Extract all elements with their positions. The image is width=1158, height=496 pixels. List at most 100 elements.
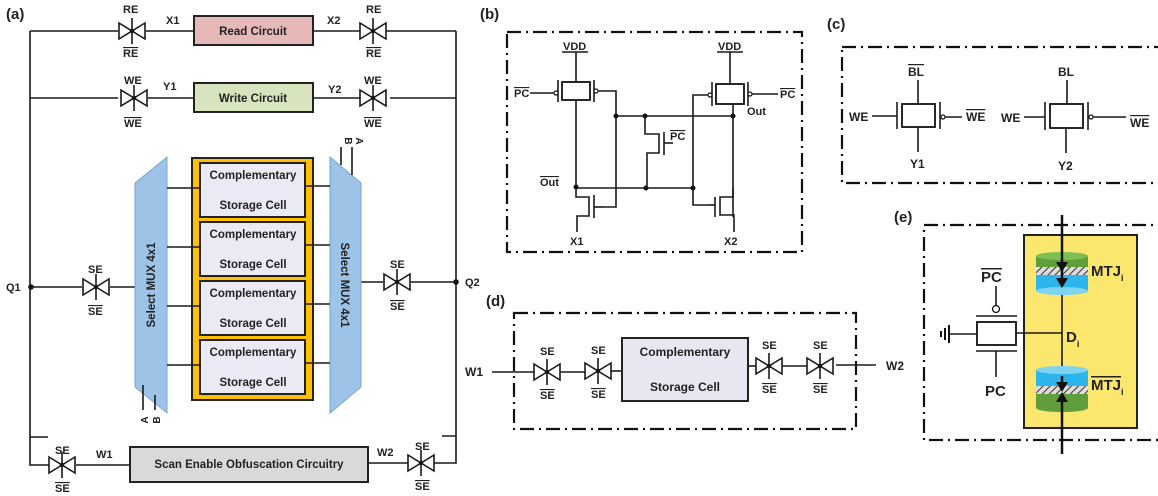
- x1-label: X1: [166, 15, 179, 27]
- panel-e: (e) MTJi Di PC PC: [894, 209, 1158, 454]
- storage-cell-box: [199, 280, 306, 336]
- se-label-w1: SE: [55, 445, 70, 457]
- mux-left: [134, 155, 168, 415]
- y1-label: Y1: [163, 81, 176, 93]
- se-label-q1: SE: [88, 264, 103, 276]
- se-bar-label-w1: SE: [55, 483, 70, 495]
- tgate-se-q1: [82, 274, 110, 300]
- panel-b-frame: [505, 30, 804, 254]
- sel-a-label-right: A: [353, 137, 364, 144]
- sel-b-label-left: B: [152, 416, 163, 423]
- storage-cell-d-line1: Complementary: [640, 345, 731, 359]
- scan-right-wire: [434, 436, 457, 464]
- storage-cell-line2: Storage Cell: [219, 377, 286, 389]
- panel-c-label: (c): [827, 16, 845, 33]
- storage-cell-box: [199, 339, 306, 395]
- vdd-left-label: VDD: [563, 41, 586, 53]
- nmos-right: [719, 188, 735, 232]
- pmos-left-bubble-in: [553, 90, 559, 96]
- equalizer-transistor: [644, 116, 660, 188]
- right-bus-wire: [442, 31, 457, 437]
- sel-a-label-left: A: [140, 416, 151, 423]
- pc-bar-label-right: PC: [780, 89, 795, 101]
- mux-left-label: Select MUX 4x1: [146, 242, 158, 328]
- y2-label-c: Y2: [1058, 159, 1073, 173]
- storage-cell-line1: Complementary: [210, 347, 298, 359]
- y2-label: Y2: [328, 84, 341, 96]
- se-label-d: SE: [813, 340, 828, 352]
- re-label: RE: [123, 4, 138, 16]
- pmos-left-bubble-out: [593, 88, 599, 94]
- se-bar-label-d: SE: [762, 384, 777, 396]
- we-label-right: WE: [364, 75, 382, 87]
- write-circuit-label: Write Circuit: [219, 93, 287, 105]
- panel-a: (a) RE RE X1 Read Circuit X2 RE RE: [6, 4, 480, 495]
- re-label-right: RE: [366, 4, 381, 16]
- storage-cell-line1: Complementary: [210, 170, 298, 182]
- pc-bar-label-e: PC: [981, 269, 1002, 286]
- precharge-transistor: [976, 321, 1017, 346]
- tgate-se-d: [806, 353, 834, 379]
- bl-label: BL: [1058, 65, 1074, 79]
- se-bar-label-d: SE: [540, 390, 555, 402]
- q2-label: Q2: [465, 277, 480, 289]
- tgate-se-d: [584, 358, 612, 384]
- x2-label-b: X2: [724, 236, 737, 248]
- se-bar-label-q1: SE: [88, 306, 103, 318]
- tgate-se-w2: [407, 450, 435, 476]
- storage-cell-line1: Complementary: [210, 288, 298, 300]
- we-bar-label-c1: WE: [966, 110, 985, 124]
- vdd-right-label: VDD: [718, 41, 741, 53]
- di-label: Di: [1066, 329, 1079, 349]
- tgate-se-d: [533, 359, 561, 385]
- panel-d-frame: [512, 311, 858, 431]
- we-bar-label-right: WE: [364, 118, 382, 130]
- bl-bar-label: BL: [908, 65, 924, 79]
- pmos-right-bubble-in: [707, 92, 713, 98]
- scan-enable-block: [129, 446, 369, 483]
- pmos-right: [715, 83, 745, 105]
- w2-label: W2: [377, 447, 394, 459]
- storage-cell-line2: Storage Cell: [219, 200, 286, 212]
- mux-right: [329, 155, 362, 415]
- storage-cell-d-line2: Storage Cell: [650, 380, 720, 394]
- se-label-w2: SE: [415, 441, 430, 453]
- nmos-left: [575, 188, 590, 232]
- se-label-d: SE: [540, 346, 555, 358]
- x1-label-b: X1: [570, 236, 583, 248]
- tgate-c1: [901, 103, 936, 128]
- pmos-left: [561, 81, 591, 101]
- tgate-re-right: [359, 18, 387, 44]
- sel-b-label-right: B: [342, 137, 353, 144]
- storage-cell-box: [199, 221, 306, 277]
- tgate-se-q2: [383, 269, 411, 295]
- panel-c-frame: [840, 45, 1158, 185]
- panel-c: (c) BL WE WE Y1 BL WE WE Y2: [827, 16, 1158, 185]
- mtj-label: MTJi: [1091, 263, 1124, 283]
- mtj-bar-label: MTJi: [1091, 377, 1124, 397]
- re-bar-label: RE: [123, 48, 138, 60]
- pc-bar-label-left: PC: [514, 88, 529, 100]
- ground-icon: [940, 325, 950, 343]
- se-bar-label-d: SE: [591, 389, 606, 401]
- storage-cell-line2: Storage Cell: [219, 318, 286, 330]
- tgate-we-right: [359, 85, 387, 111]
- storage-cell-line2: Storage Cell: [219, 259, 286, 271]
- w1-label-d: W1: [465, 365, 483, 379]
- x2-label: X2: [327, 15, 340, 27]
- se-label-q2: SE: [390, 259, 405, 271]
- se-label-d: SE: [762, 340, 777, 352]
- storage-cell-box: [199, 162, 306, 218]
- tgate-re-left: [118, 18, 146, 44]
- left-bus-wire: [29, 31, 48, 438]
- we-label-c2: WE: [1001, 111, 1020, 125]
- w1-label: W1: [96, 449, 113, 461]
- panel-b-label: (b): [480, 6, 499, 23]
